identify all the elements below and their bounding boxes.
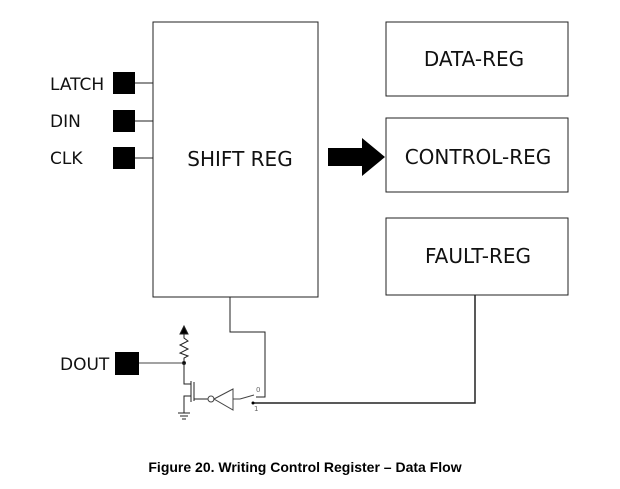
shift-reg-block <box>152 21 319 298</box>
data-flow-arrow <box>328 138 385 176</box>
pullup-resistor <box>178 324 190 365</box>
shift-reg-label: SHIFT REG <box>187 147 292 171</box>
din-label: DIN <box>50 112 81 132</box>
clk-pin: CLK <box>50 147 153 169</box>
nmos-transistor <box>178 363 208 420</box>
data-reg-label: DATA-REG <box>424 47 524 71</box>
dout-label: DOUT <box>60 355 110 375</box>
mux-input-0: 0 <box>256 386 260 394</box>
control-reg-block <box>385 117 569 193</box>
inverter <box>207 388 240 411</box>
figure-caption: Figure 20. Writing Control Register – Da… <box>148 459 461 475</box>
data-reg-block <box>385 21 569 97</box>
clk-label: CLK <box>50 149 83 169</box>
shift-reg-output-wire <box>229 297 266 398</box>
latch-pin: LATCH <box>50 72 153 95</box>
mux-switch: 0 1 <box>239 386 260 413</box>
control-reg-label: CONTROL-REG <box>405 145 552 169</box>
latch-label: LATCH <box>50 75 104 95</box>
fault-reg-label: FAULT-REG <box>425 244 531 268</box>
fault-reg-block <box>385 217 569 296</box>
fault-reg-output-wire <box>252 295 476 404</box>
mux-input-1: 1 <box>254 405 258 413</box>
dout-pin: DOUT <box>60 352 184 375</box>
din-pin: DIN <box>50 110 153 132</box>
